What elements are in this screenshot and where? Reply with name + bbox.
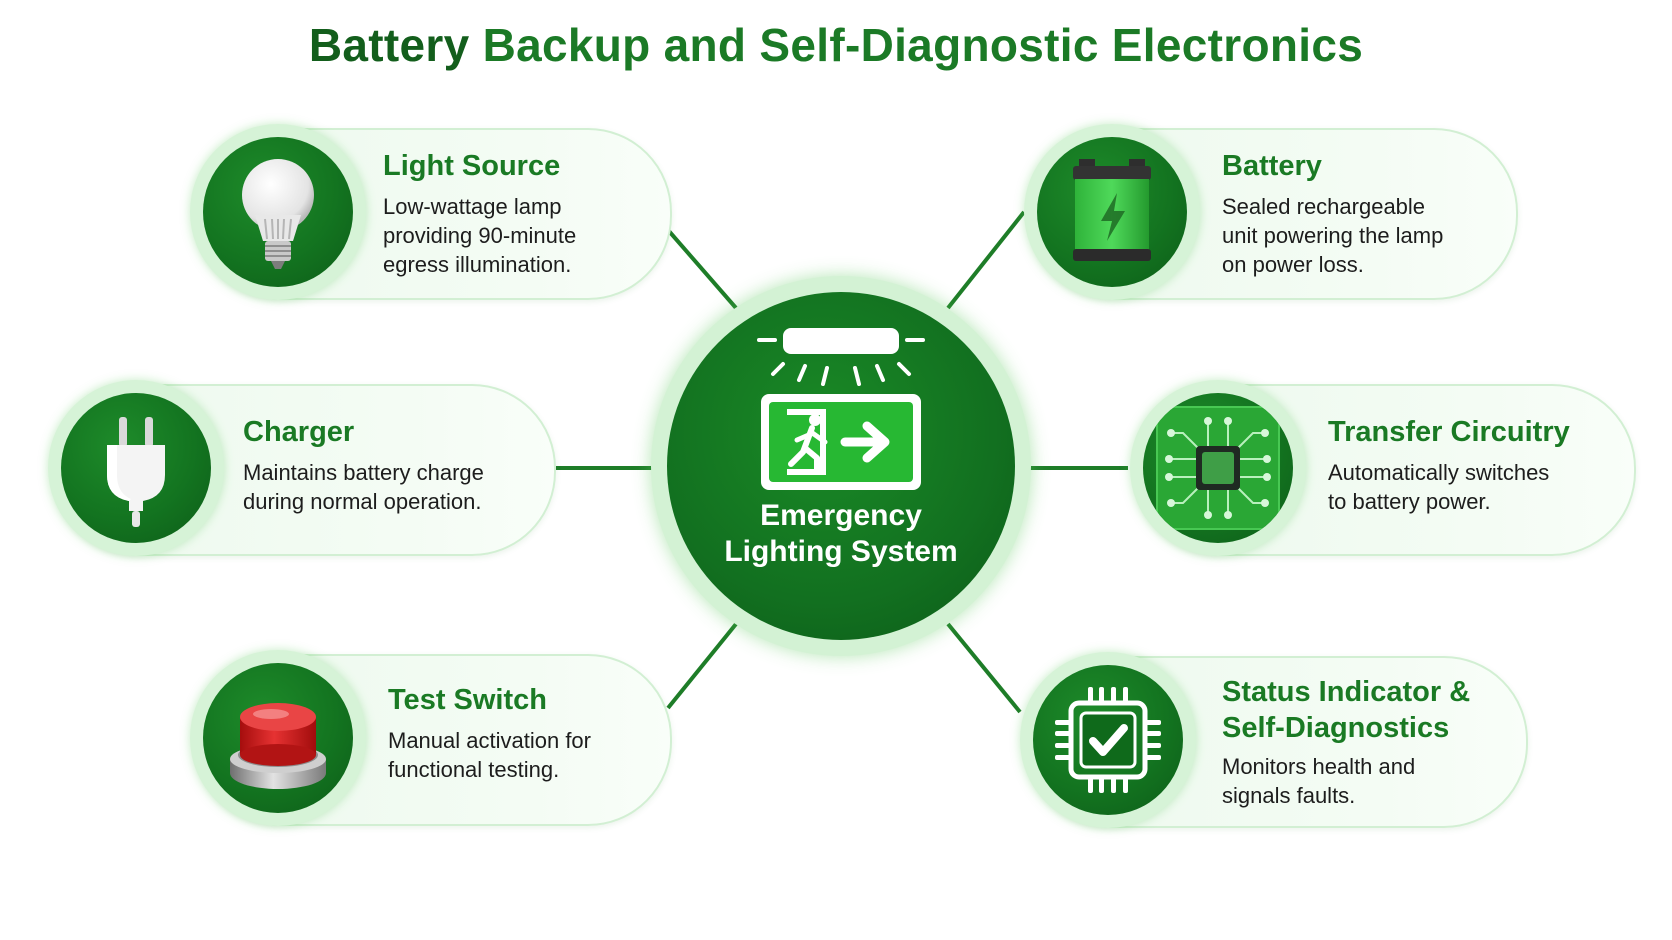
status-indicator-title: Status Indicator & Self-Diagnostics — [1222, 676, 1471, 744]
power-plug-icon — [107, 417, 165, 527]
transfer-circuitry-icon-circle — [1130, 380, 1306, 556]
status-indicator-icon-circle — [1020, 652, 1196, 828]
light-bulb-icon — [242, 159, 314, 269]
connector-status-indicator — [946, 622, 1022, 714]
transfer-circuitry-title: Transfer Circuitry — [1328, 416, 1570, 448]
emergency-lighting-hub — [667, 292, 1015, 640]
charger-icon-circle — [48, 380, 224, 556]
light-source-title: Light Source — [383, 150, 561, 182]
emergency-exit-sign-icon — [757, 328, 925, 490]
hub-label: Emergency Lighting System — [724, 499, 958, 568]
charger-title: Charger — [243, 416, 355, 448]
transfer-circuitry-description: Automatically switches to battery power. — [1328, 460, 1550, 514]
battery-title: Battery — [1222, 150, 1322, 182]
light-source-description: Low-wattage lamp providing 90-minute egr… — [383, 194, 577, 277]
test-switch-title: Test Switch — [388, 684, 547, 716]
charger-description: Maintains battery charge during normal o… — [243, 460, 484, 514]
battery-icon — [1073, 159, 1151, 261]
connector-battery — [946, 210, 1026, 310]
title-part-2: Backup and Self-Diagnostic Electronics — [482, 19, 1364, 71]
test-switch-icon-circle — [190, 650, 366, 826]
status-indicator-description: Monitors health and signals faults. — [1222, 754, 1416, 808]
title-part-1: Battery — [308, 19, 470, 71]
battery-icon-circle — [1024, 124, 1200, 300]
circuit-board-icon — [1156, 406, 1280, 530]
connector-light-source — [666, 228, 738, 310]
page-title: Battery Backup and Self-Diagnostic Elect… — [0, 18, 1672, 72]
light-source-icon-circle — [190, 124, 366, 300]
chip-checkmark-icon — [1055, 687, 1161, 793]
battery-description: Sealed rechargeable unit powering the la… — [1222, 194, 1444, 277]
push-button-icon — [230, 703, 326, 789]
test-switch-description: Manual activation for functional testing… — [388, 728, 591, 782]
connector-test-switch — [666, 622, 738, 710]
